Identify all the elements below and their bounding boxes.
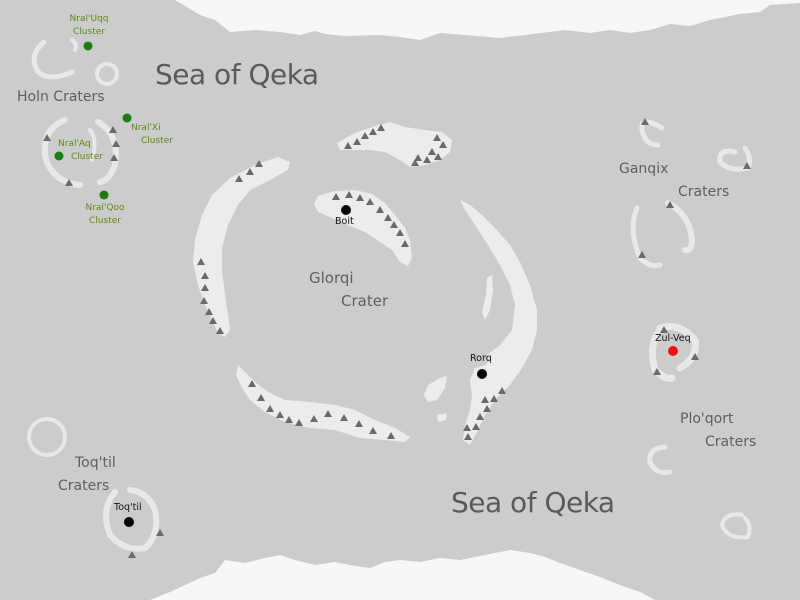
rorq-islet-3 bbox=[437, 413, 447, 422]
north-ice-sheet bbox=[175, 0, 800, 40]
cluster-marker-nral-xi bbox=[122, 113, 132, 123]
region-label-ganqix-line1: Ganqix bbox=[619, 161, 669, 177]
capital-marker-zul-veq bbox=[668, 346, 678, 356]
cluster-label-nral-xi-line1: Nral'Xi bbox=[131, 123, 161, 133]
glorqi-south-arc bbox=[236, 365, 410, 442]
cluster-label-nral-uqq-line2: Cluster bbox=[73, 27, 105, 37]
cluster-marker-nral-uqq bbox=[83, 41, 93, 51]
town-markers bbox=[124, 205, 678, 527]
cluster-label-nral-xi: Nral'Xi Cluster bbox=[131, 122, 177, 148]
town-marker-toqtil bbox=[124, 517, 134, 527]
sea-label-north: Sea of Qeka bbox=[155, 58, 319, 91]
north-plateau-island bbox=[337, 122, 452, 167]
cluster-label-nral-qoo-line2: Cluster bbox=[89, 216, 121, 226]
sea-label-south: Sea of Qeka bbox=[451, 486, 615, 519]
cluster-label-nral-xi-line2: Cluster bbox=[141, 136, 173, 146]
holn-crater-rings bbox=[31, 38, 119, 188]
cluster-label-nral-uqq-line1: Nral'Uqq bbox=[69, 14, 109, 24]
cluster-marker-nral-qoo bbox=[99, 190, 109, 200]
cluster-label-nral-aq: Nral'Aq Cluster bbox=[58, 138, 104, 164]
south-ice-sheet bbox=[150, 550, 655, 600]
region-label-ganqix-line2: Craters bbox=[678, 184, 730, 200]
region-label-glorqi-line2: Crater bbox=[341, 292, 389, 310]
cluster-label-nral-aq-line2: Cluster bbox=[71, 152, 103, 162]
boit-island bbox=[314, 190, 412, 266]
town-label-zul-veq: Zul-Veq bbox=[655, 333, 691, 344]
glorqi-west-arc bbox=[193, 157, 290, 337]
rorq-islet-2 bbox=[424, 376, 447, 402]
cluster-markers bbox=[54, 41, 132, 200]
rorq-islet-1 bbox=[482, 275, 493, 320]
region-label-holn: Holn Craters bbox=[17, 89, 105, 105]
ploqort-crater-rings bbox=[647, 444, 752, 540]
cluster-label-nral-uqq: Nral'Uqq Cluster bbox=[66, 13, 112, 39]
town-marker-boit bbox=[341, 205, 351, 215]
region-label-toqtil-line2: Craters bbox=[58, 478, 110, 494]
region-label-glorqi-line1: Glorqi bbox=[309, 269, 354, 287]
cluster-label-nral-qoo: Nral'Qoo Cluster bbox=[81, 202, 129, 228]
town-label-toqtil: Toq'til bbox=[114, 502, 142, 513]
town-marker-rorq bbox=[477, 369, 487, 379]
cluster-label-nral-qoo-line1: Nral'Qoo bbox=[85, 203, 125, 213]
rorq-island bbox=[460, 200, 537, 445]
mountain-markers bbox=[43, 118, 751, 558]
cluster-label-nral-aq-line1: Nral'Aq bbox=[58, 139, 91, 149]
town-label-rorq: Rorq bbox=[470, 353, 492, 364]
region-label-ploqort-line1: Plo'qort bbox=[680, 411, 734, 427]
toqtil-crater-rings bbox=[27, 417, 160, 552]
ganqix-crater-rings bbox=[630, 119, 752, 269]
town-label-boit: Boit bbox=[335, 216, 354, 227]
zul-veq-crater-ring bbox=[648, 323, 699, 382]
region-label-ploqort-line2: Craters bbox=[705, 434, 757, 450]
cluster-marker-nral-aq bbox=[54, 151, 64, 161]
region-label-toqtil-line1: Toq'til bbox=[75, 455, 116, 471]
